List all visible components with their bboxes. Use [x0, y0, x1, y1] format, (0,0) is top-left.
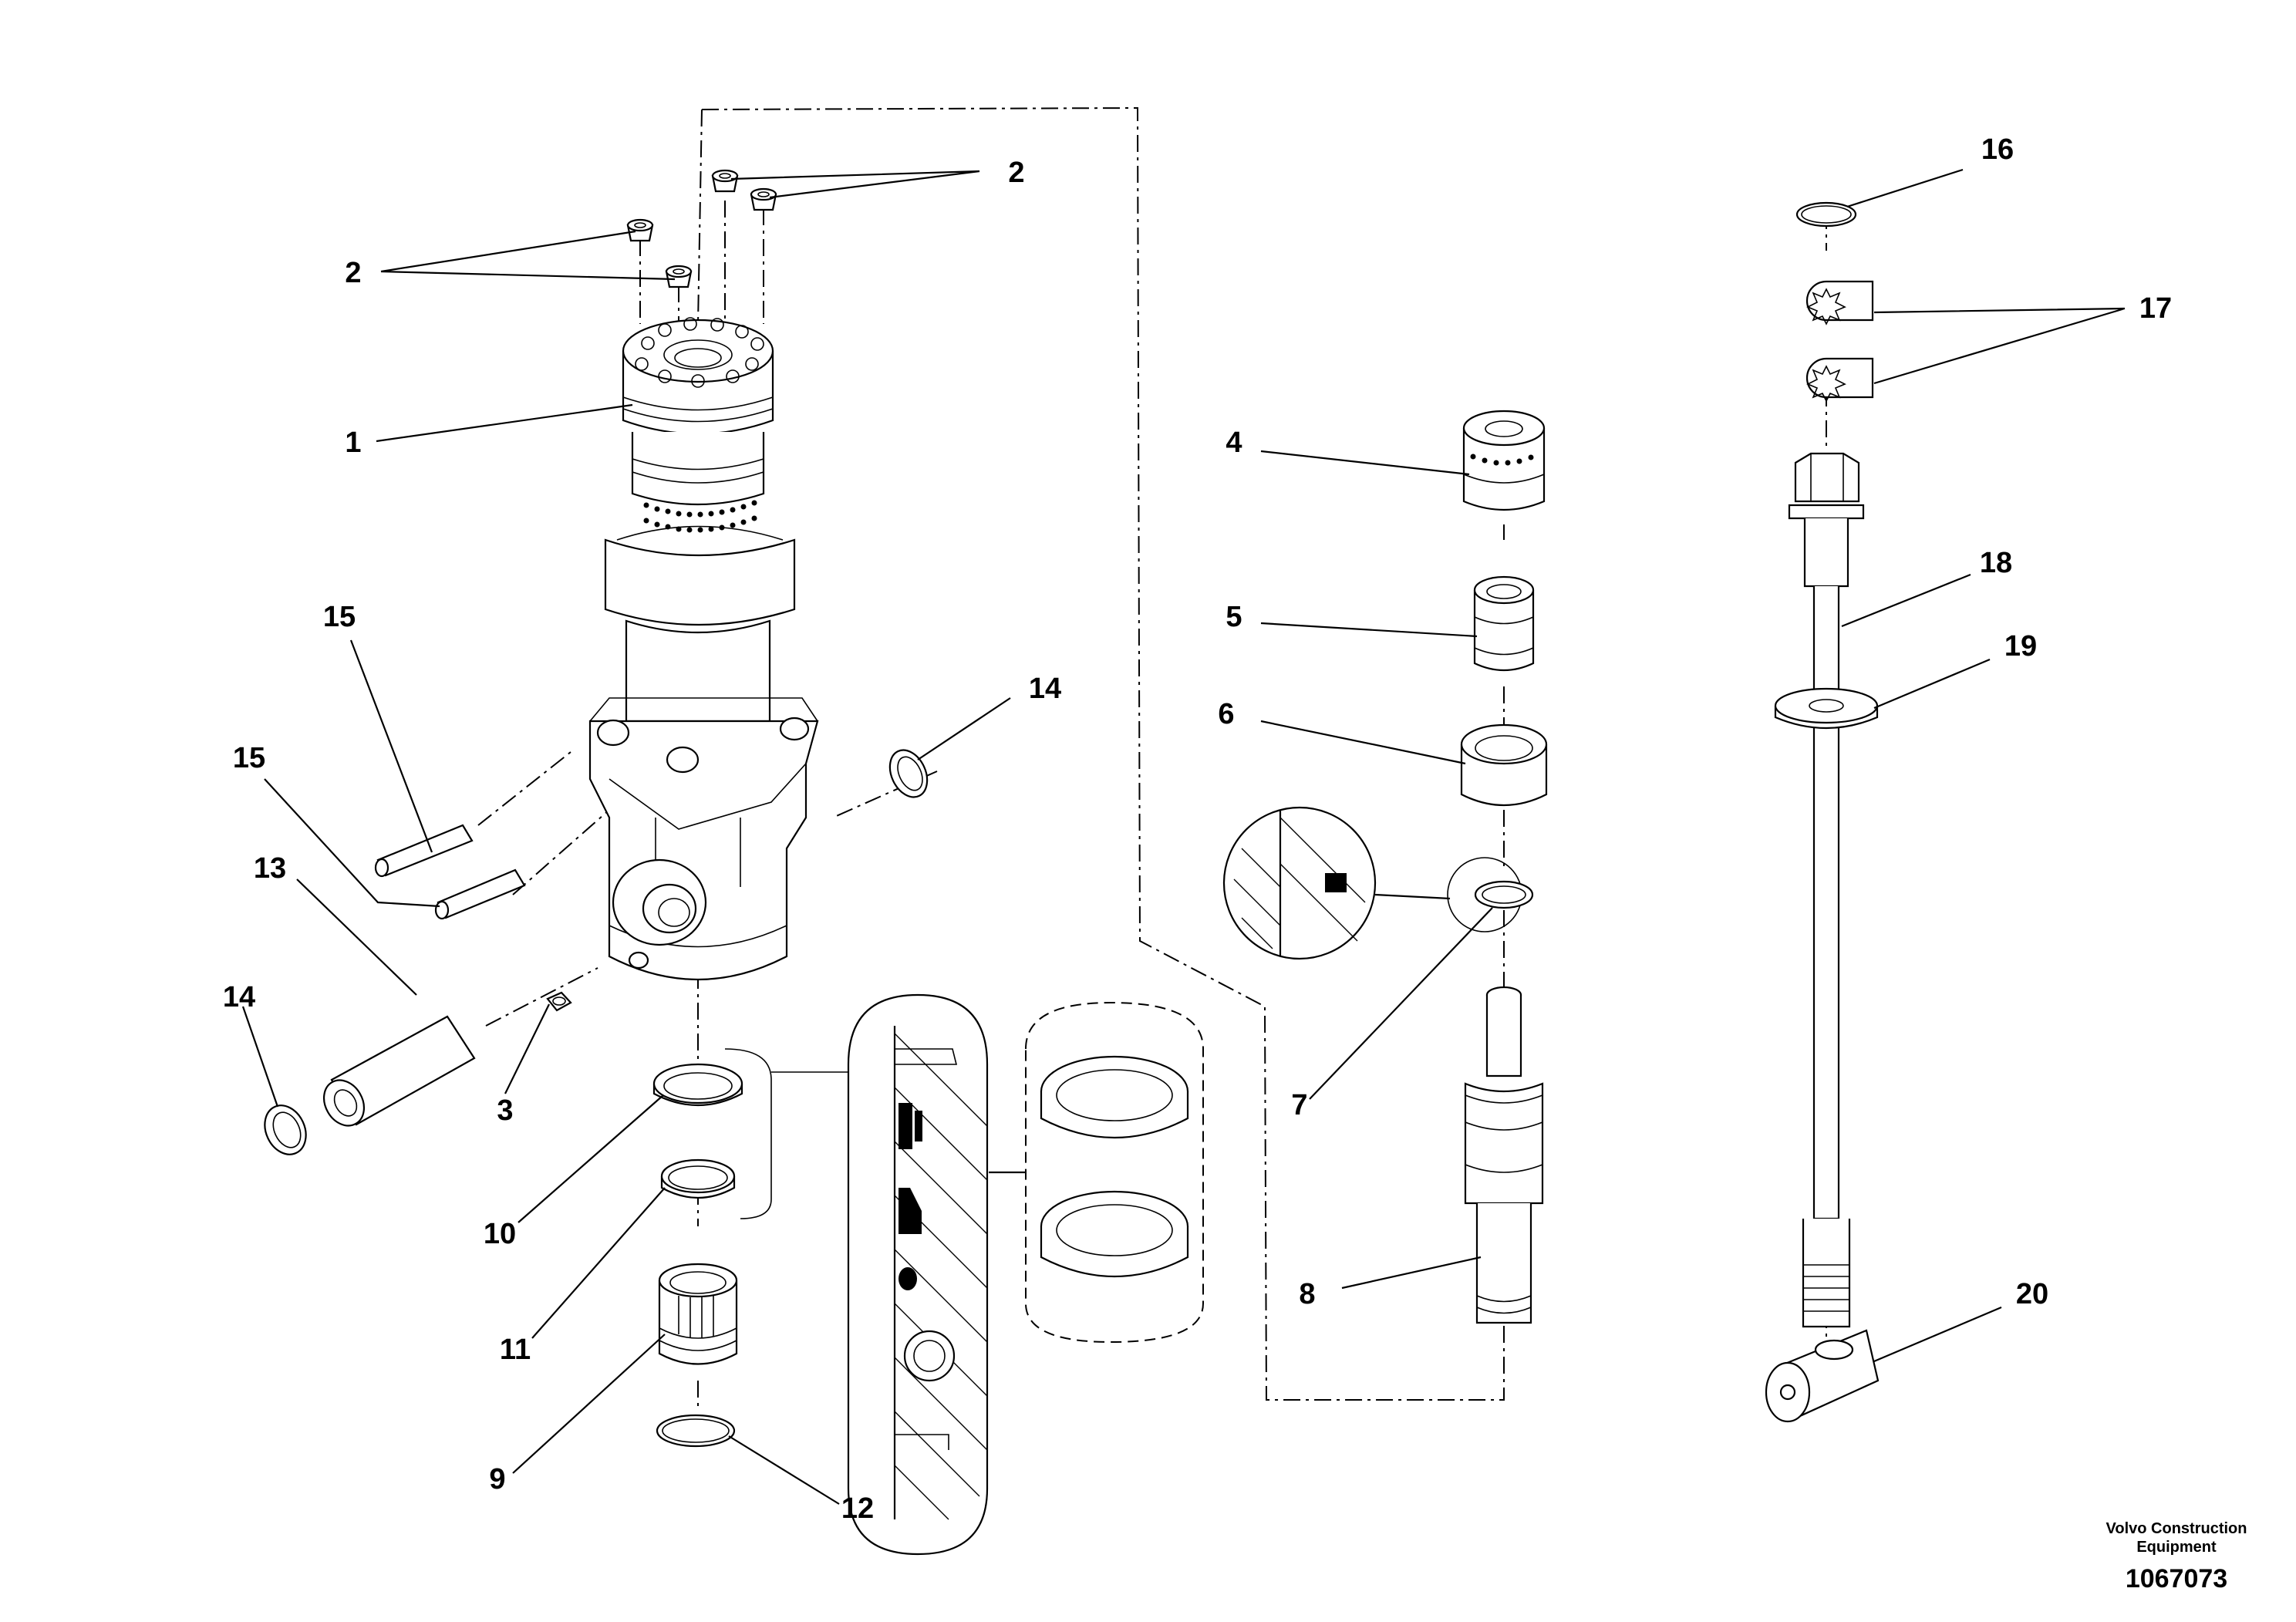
seal-group-bracket — [724, 1048, 848, 1219]
ring-part-14-left — [264, 1104, 307, 1155]
callout-14-left: 14 — [223, 981, 255, 1013]
centerline-plugs — [639, 201, 764, 324]
plug-part-2b — [665, 265, 693, 288]
valve-part-4 — [1462, 410, 1546, 511]
callout-2-right: 2 — [1008, 157, 1024, 189]
assembly-boundary-line — [701, 106, 1505, 1401]
callout-18: 18 — [1980, 547, 2012, 579]
callout-8: 8 — [1299, 1278, 1315, 1310]
callout-2-left: 2 — [345, 257, 361, 289]
ring-part-14-right — [888, 749, 929, 798]
plug-part-2d — [750, 187, 777, 211]
sleeve-part-9 — [658, 1263, 738, 1365]
spool-part-5 — [1473, 575, 1535, 672]
lockwasher-part-17b — [1805, 357, 1874, 403]
rod-part-18 — [1788, 452, 1865, 1328]
oring-part-12 — [656, 1414, 736, 1448]
callout-17: 17 — [2139, 292, 2172, 325]
washer-part-19 — [1774, 687, 1879, 730]
seal-part-10 — [652, 1063, 743, 1107]
housing-part-1 — [588, 317, 819, 981]
credit-line-2: Equipment — [2136, 1539, 2217, 1556]
callout-5: 5 — [1226, 601, 1242, 633]
ring-part-6 — [1460, 723, 1548, 806]
callout-1: 1 — [345, 427, 361, 459]
callout-4: 4 — [1226, 427, 1242, 459]
plug-part-2a — [626, 218, 654, 242]
callout-19: 19 — [2004, 630, 2037, 663]
callout-9: 9 — [489, 1463, 505, 1496]
bushing-part-13 — [322, 1015, 476, 1127]
callout-3: 3 — [497, 1094, 513, 1127]
centerline-main — [697, 109, 703, 1411]
callout-20: 20 — [2016, 1278, 2048, 1310]
pin-part-15a — [374, 824, 474, 878]
oring-part-16 — [1795, 201, 1857, 228]
seal-section-detail — [847, 993, 989, 1556]
callout-10: 10 — [484, 1218, 516, 1250]
pin-part-15b — [434, 868, 526, 920]
centerline-pins — [477, 751, 938, 1027]
callout-6: 6 — [1218, 698, 1234, 730]
callout-16: 16 — [1981, 133, 2014, 166]
leader-lines — [241, 168, 2126, 1505]
seal-part-7 — [1447, 857, 1534, 932]
shaft-part-8 — [1464, 986, 1544, 1324]
callout-15-lower: 15 — [233, 742, 265, 774]
seal-part-11 — [660, 1158, 736, 1199]
callout-11: 11 — [500, 1334, 531, 1366]
document-number: 1067073 — [2126, 1564, 2227, 1593]
seal-part-7-detail — [1222, 806, 1451, 960]
callout-13: 13 — [254, 852, 286, 885]
credit-line-1: Volvo Construction — [2106, 1520, 2247, 1537]
plug-part-2c — [711, 169, 739, 193]
lockwasher-part-17a — [1805, 280, 1874, 325]
seal-3d-detail — [989, 1001, 1204, 1344]
crosspin-part-20 — [1765, 1329, 1880, 1423]
fitting-part-3 — [546, 991, 572, 1012]
callout-7: 7 — [1291, 1089, 1307, 1121]
callout-12: 12 — [841, 1492, 874, 1525]
callout-14-right: 14 — [1029, 673, 1061, 705]
callout-15-upper: 15 — [323, 601, 356, 633]
